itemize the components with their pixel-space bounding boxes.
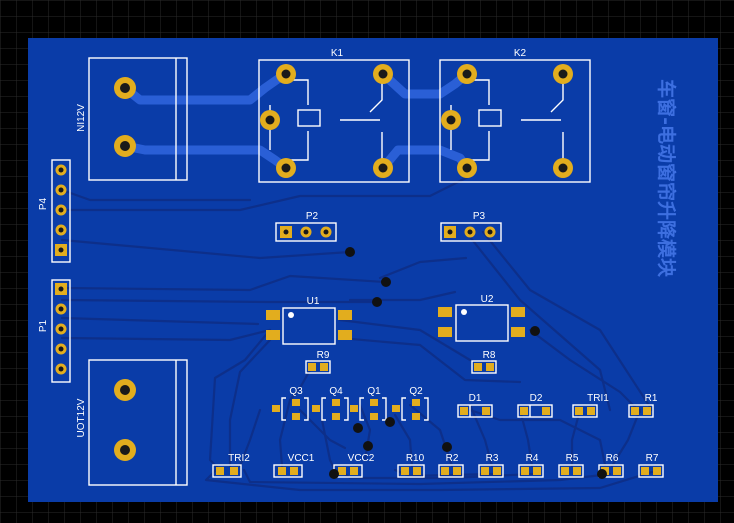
k1-label: K1: [331, 48, 344, 59]
d1-label: D1: [469, 393, 482, 404]
resistor-r9: R9: [305, 350, 331, 374]
resistor-r5: R5: [558, 453, 584, 478]
input-connector: NI12V: [76, 57, 188, 181]
resistor-r7: R7: [638, 453, 664, 478]
u2-label: U2: [481, 294, 494, 305]
r9-label: R9: [317, 350, 330, 361]
r6-label: R6: [606, 453, 619, 464]
connector-vcc1: VCC1: [273, 453, 315, 478]
header-p3: P3: [440, 211, 502, 242]
vcc2-label: VCC2: [348, 453, 375, 464]
p3-label: P3: [473, 211, 486, 222]
header-p1: P1: [38, 279, 71, 383]
p1-label: P1: [38, 319, 49, 332]
q3-label: Q3: [289, 386, 303, 397]
trimmer-tri1: TRI1: [572, 393, 609, 418]
r4-label: R4: [526, 453, 539, 464]
p2-label: P2: [306, 211, 319, 222]
resistor-r2: R2: [438, 453, 464, 478]
vcc1-label: VCC1: [288, 453, 315, 464]
transistor-q2: Q2: [392, 386, 429, 421]
output-connector: UOT12V: [76, 359, 188, 486]
r1-label: R1: [645, 393, 658, 404]
q4-label: Q4: [329, 386, 343, 397]
resistor-r4: R4: [518, 453, 544, 478]
board-outline: [28, 38, 718, 502]
relay-k2: K2: [439, 48, 591, 183]
ic-u2: U2: [438, 294, 525, 342]
ic-u1: U1: [266, 296, 352, 345]
p4-label: P4: [38, 197, 49, 210]
k2-label: K2: [514, 48, 527, 59]
resistor-r3: R3: [478, 453, 504, 478]
resistor-r1: R1: [628, 393, 658, 418]
transistor-q1: Q1: [350, 386, 387, 421]
r5-label: R5: [566, 453, 579, 464]
transistor-q3: Q3: [272, 386, 309, 421]
q2-label: Q2: [409, 386, 423, 397]
r7-label: R7: [646, 453, 659, 464]
r8-label: R8: [483, 350, 496, 361]
q1-label: Q1: [367, 386, 381, 397]
d2-label: D2: [530, 393, 543, 404]
relay-k1: K1: [258, 48, 410, 183]
r10-label: R10: [406, 453, 425, 464]
input-label: NI12V: [76, 104, 87, 132]
trimmer-tri2: TRI2: [212, 453, 250, 478]
u1-label: U1: [307, 296, 320, 307]
vias: [329, 247, 607, 479]
diode-d1: D1: [457, 393, 493, 418]
diode-d2: D2: [517, 393, 553, 418]
resistor-r10: R10: [397, 453, 425, 478]
board-title: 车窗-电动窗帘升降模块: [655, 79, 678, 278]
transistor-q4: Q4: [312, 386, 349, 421]
tri2-label: TRI2: [228, 453, 250, 464]
header-p2: P2: [275, 211, 337, 242]
header-p4: P4: [38, 159, 71, 263]
tri1-label: TRI1: [587, 393, 609, 404]
output-label: UOT12V: [76, 398, 87, 437]
r3-label: R3: [486, 453, 499, 464]
r2-label: R2: [446, 453, 459, 464]
resistor-r8: R8: [471, 350, 497, 374]
